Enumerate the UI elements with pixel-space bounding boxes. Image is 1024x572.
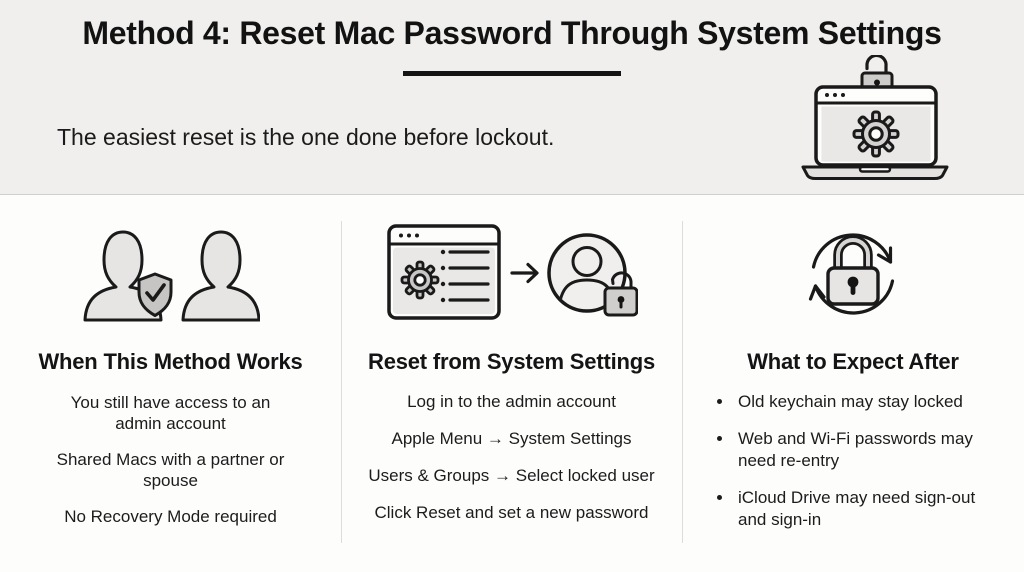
- subtitle: The easiest reset is the one done before…: [57, 124, 555, 150]
- column-reset-steps: Reset from System Settings Log in to the…: [341, 195, 682, 571]
- refresh-arrows-icon: [808, 233, 895, 315]
- lock-refresh-icon: [808, 233, 895, 315]
- list-item: Old keychain may stay locked: [734, 391, 996, 413]
- settings-window-icon: [386, 224, 501, 320]
- column-divider: [341, 221, 342, 543]
- content-section: When This Method Works You still have ac…: [0, 195, 1024, 571]
- column-divider: [682, 221, 683, 543]
- bullet-list: Old keychain may stay locked Web and Wi-…: [710, 391, 996, 531]
- list-item: You still have access to an admin accoun…: [70, 393, 271, 433]
- list-item: iCloud Drive may need sign-out and sign-…: [734, 487, 996, 531]
- list-item: Log in to the admin account: [407, 392, 616, 411]
- list-item: Click Reset and set a new password: [374, 503, 649, 522]
- list-item: Users & Groups → Select locked user: [368, 466, 655, 485]
- column-items: Old keychain may stay locked Web and Wi-…: [682, 391, 1024, 531]
- header-section: Method 4: Reset Mac Password Through Sys…: [0, 0, 1024, 195]
- column-heading: When This Method Works: [38, 349, 303, 374]
- gear-icon: [400, 260, 439, 300]
- column-items: You still have access to an admin accoun…: [0, 392, 341, 527]
- laptop-gear-unlock-icon: [801, 55, 949, 180]
- menu-list-lines: [440, 249, 490, 303]
- title-underline: [403, 71, 621, 76]
- list-item: Web and Wi-Fi passwords may need re-entr…: [734, 428, 996, 472]
- shield-check-icon: [137, 272, 172, 317]
- gear-icon: [852, 110, 900, 158]
- column-items: Log in to the admin account Apple Menu →…: [341, 392, 682, 523]
- two-users-shield-icon: [83, 230, 260, 322]
- arrow-right-icon: [509, 262, 539, 284]
- column-what-to-expect: What to Expect After Old keychain may st…: [682, 195, 1024, 571]
- locked-user-icon: [546, 233, 638, 317]
- list-item: Apple Menu → System Settings: [391, 429, 632, 448]
- padlock-icon: [826, 235, 880, 306]
- settings-window-to-locked-user-icon: [386, 224, 638, 320]
- list-item: No Recovery Mode required: [64, 507, 277, 526]
- page-title: Method 4: Reset Mac Password Through Sys…: [82, 15, 942, 51]
- column-when-method-works: When This Method Works You still have ac…: [0, 195, 341, 571]
- list-item: Shared Macs with a partner or spouse: [56, 450, 285, 490]
- column-heading: Reset from System Settings: [368, 349, 655, 374]
- column-heading: What to Expect After: [747, 349, 959, 374]
